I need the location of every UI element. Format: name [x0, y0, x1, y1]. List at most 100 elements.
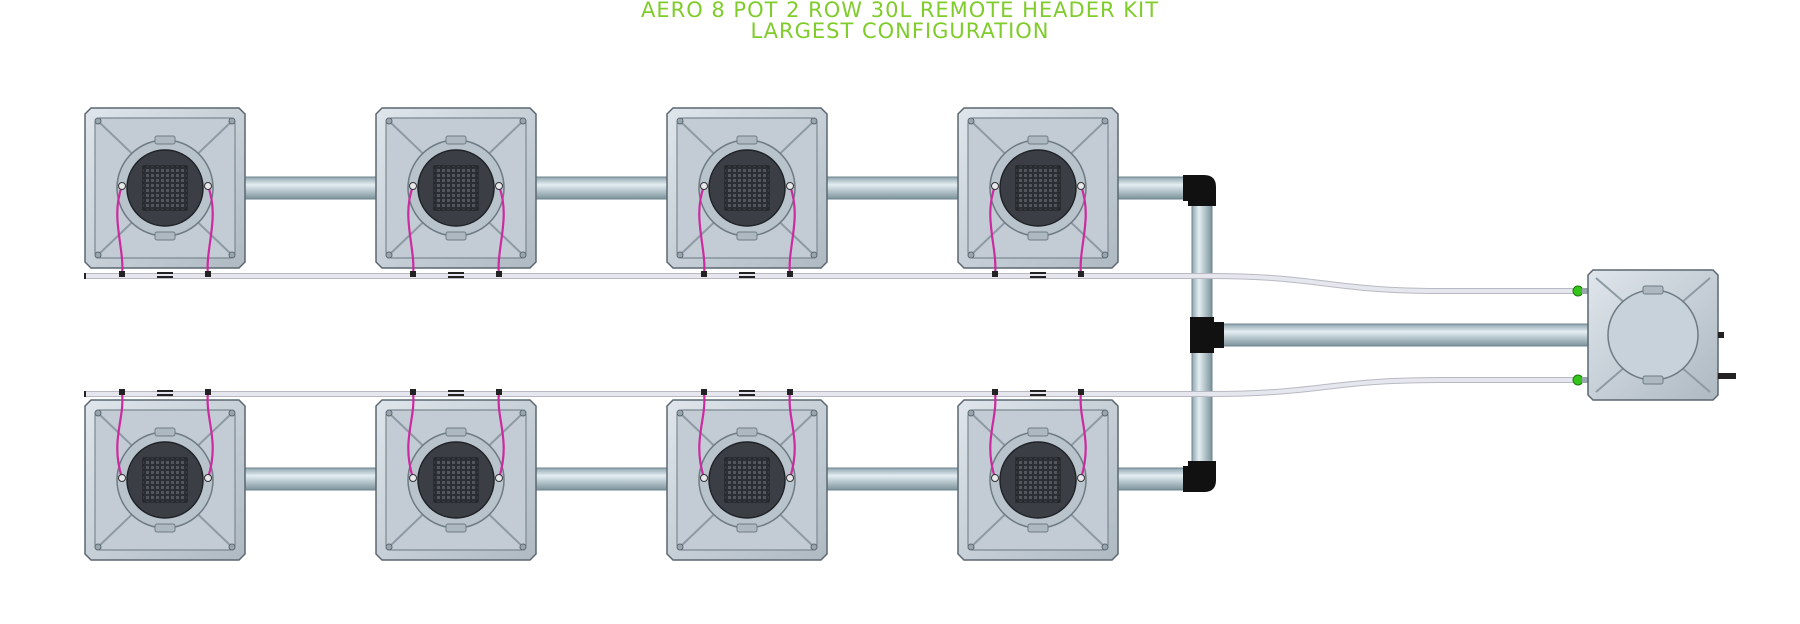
pot-bolt [228, 409, 236, 417]
drip-clip-bar [157, 390, 173, 392]
hose-icon [84, 377, 1578, 397]
drip-clip [205, 271, 211, 277]
pot-ribs [971, 413, 1105, 547]
pot-bolt [228, 117, 236, 125]
pot-tab [445, 231, 467, 241]
drip-clip-bar [448, 394, 464, 396]
drip-line-icon [698, 182, 796, 277]
pot-bolt [94, 251, 102, 259]
header-pipe [1209, 323, 1596, 347]
drip-clip [992, 389, 998, 395]
drip-line-icon [407, 391, 505, 482]
drip-clip [410, 271, 416, 277]
pot-bolt [810, 251, 818, 259]
header-tank-icon [1587, 269, 1736, 401]
pot-icon [666, 389, 828, 561]
drip-clip-bar [157, 394, 173, 396]
pot-tab [736, 523, 758, 533]
pot-tab [736, 135, 758, 145]
drip-clip [410, 389, 416, 395]
drip-clip-bar [1030, 390, 1046, 392]
drip-clip-bar [739, 390, 755, 392]
net-pot-grid [724, 165, 770, 211]
drip-clip [992, 271, 998, 277]
net-pot-grid [142, 165, 188, 211]
pot-bolt [519, 251, 527, 259]
drip-line-icon [116, 182, 214, 277]
tank-lid [1607, 289, 1699, 381]
pot-icon [84, 107, 246, 278]
tank-drain [1718, 373, 1736, 379]
tank-ribs [1595, 277, 1711, 393]
drip-line-icon [989, 182, 1087, 277]
pot-bolt [1101, 251, 1109, 259]
pot-bolt [519, 409, 527, 417]
pot-bolt [385, 543, 393, 551]
pot-bolt [228, 251, 236, 259]
tank-tab [1642, 285, 1664, 295]
pot-tab [736, 427, 758, 437]
pot-bolt [967, 117, 975, 125]
drip-clip [1078, 271, 1084, 277]
pot-tab [445, 135, 467, 145]
pot-bolt [1101, 543, 1109, 551]
connector-green-icon [1572, 285, 1584, 297]
pot-bolt [94, 409, 102, 417]
pot-tab [445, 427, 467, 437]
drip-clip-bar [739, 272, 755, 274]
net-pot-grid [724, 457, 770, 503]
net-pot-grid [142, 457, 188, 503]
pot-bolt [385, 251, 393, 259]
pot-icon [957, 107, 1119, 278]
pot-tab [154, 135, 176, 145]
drip-line-icon [407, 182, 505, 277]
pot-bolt [385, 409, 393, 417]
pot-ribs [98, 413, 232, 547]
drip-clip [496, 389, 502, 395]
drip-clip [496, 271, 502, 277]
drip-clip-bar [739, 394, 755, 396]
tee-fitting-icon [1190, 317, 1224, 353]
net-pot-grid [433, 457, 479, 503]
pot-bolt [519, 117, 527, 125]
connector-stub [1582, 288, 1590, 294]
pot-bolt [967, 251, 975, 259]
pot-bolt [676, 251, 684, 259]
title-line-2: LARGEST CONFIGURATION [750, 19, 1050, 43]
pot-bolt [385, 117, 393, 125]
tank-port [1718, 332, 1724, 338]
pot-bolt [810, 409, 818, 417]
pot-bolt [810, 543, 818, 551]
drip-line-icon [989, 391, 1087, 482]
net-pot-grid [1015, 457, 1061, 503]
diagram-title: AERO 8 POT 2 ROW 30L REMOTE HEADER KIT L… [0, 0, 1800, 42]
drip-clip-bar [157, 272, 173, 274]
hose-icon [84, 273, 1578, 294]
pot-tab [445, 523, 467, 533]
pot-tab [736, 231, 758, 241]
pot-icon [666, 107, 828, 278]
drip-clip-bar [739, 276, 755, 278]
drip-clip [787, 271, 793, 277]
pot-tab [1027, 135, 1049, 145]
drip-clip [787, 389, 793, 395]
drip-clip-bar [157, 276, 173, 278]
drip-line-icon [116, 391, 214, 482]
drip-line-icon [698, 391, 796, 482]
connector-stub [1582, 377, 1590, 383]
drip-clip [119, 271, 125, 277]
pot-ribs [680, 413, 814, 547]
pot-icon [375, 107, 537, 278]
title-line-1: AERO 8 POT 2 ROW 30L REMOTE HEADER KIT [640, 0, 1160, 22]
drip-clip [1078, 389, 1084, 395]
pot-tab [1027, 231, 1049, 241]
pot-bolt [94, 543, 102, 551]
pot-bolt [967, 409, 975, 417]
pot-tab [1027, 523, 1049, 533]
pot-tab [1027, 427, 1049, 437]
pot-bolt [94, 117, 102, 125]
drip-clip [119, 389, 125, 395]
pot-tab [154, 427, 176, 437]
pot-bolt [810, 117, 818, 125]
